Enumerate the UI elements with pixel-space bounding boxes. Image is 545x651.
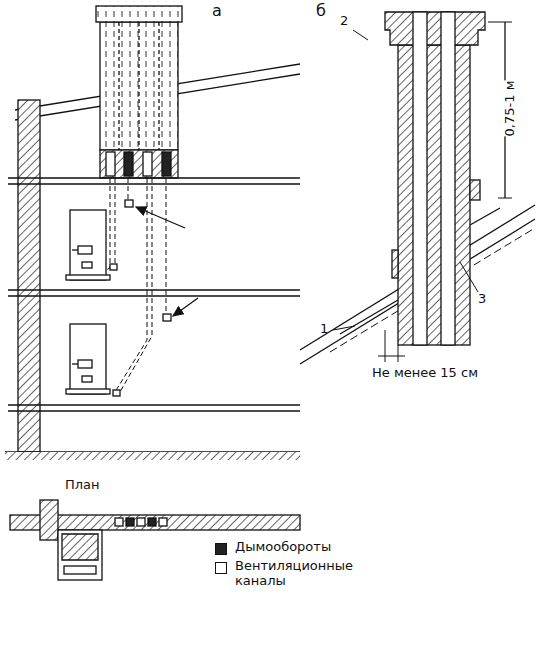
legend-text: Вентиляционные каналы — [235, 559, 345, 589]
legend-entry: Дымообороты — [215, 540, 345, 555]
legend-entry: Вентиляционные каналы — [215, 559, 345, 589]
label: 1 — [320, 322, 328, 337]
legend-swatch — [215, 543, 227, 555]
legend-text: Дымообороты — [235, 540, 345, 555]
legend-swatch — [215, 562, 227, 574]
label: а — [212, 2, 222, 20]
label: План — [65, 478, 100, 493]
label: 3 — [478, 292, 486, 307]
label: б — [316, 2, 326, 20]
label: 0,75-1 м — [504, 81, 519, 137]
label: 2 — [340, 14, 348, 29]
label: Не менее 15 см — [370, 366, 480, 381]
